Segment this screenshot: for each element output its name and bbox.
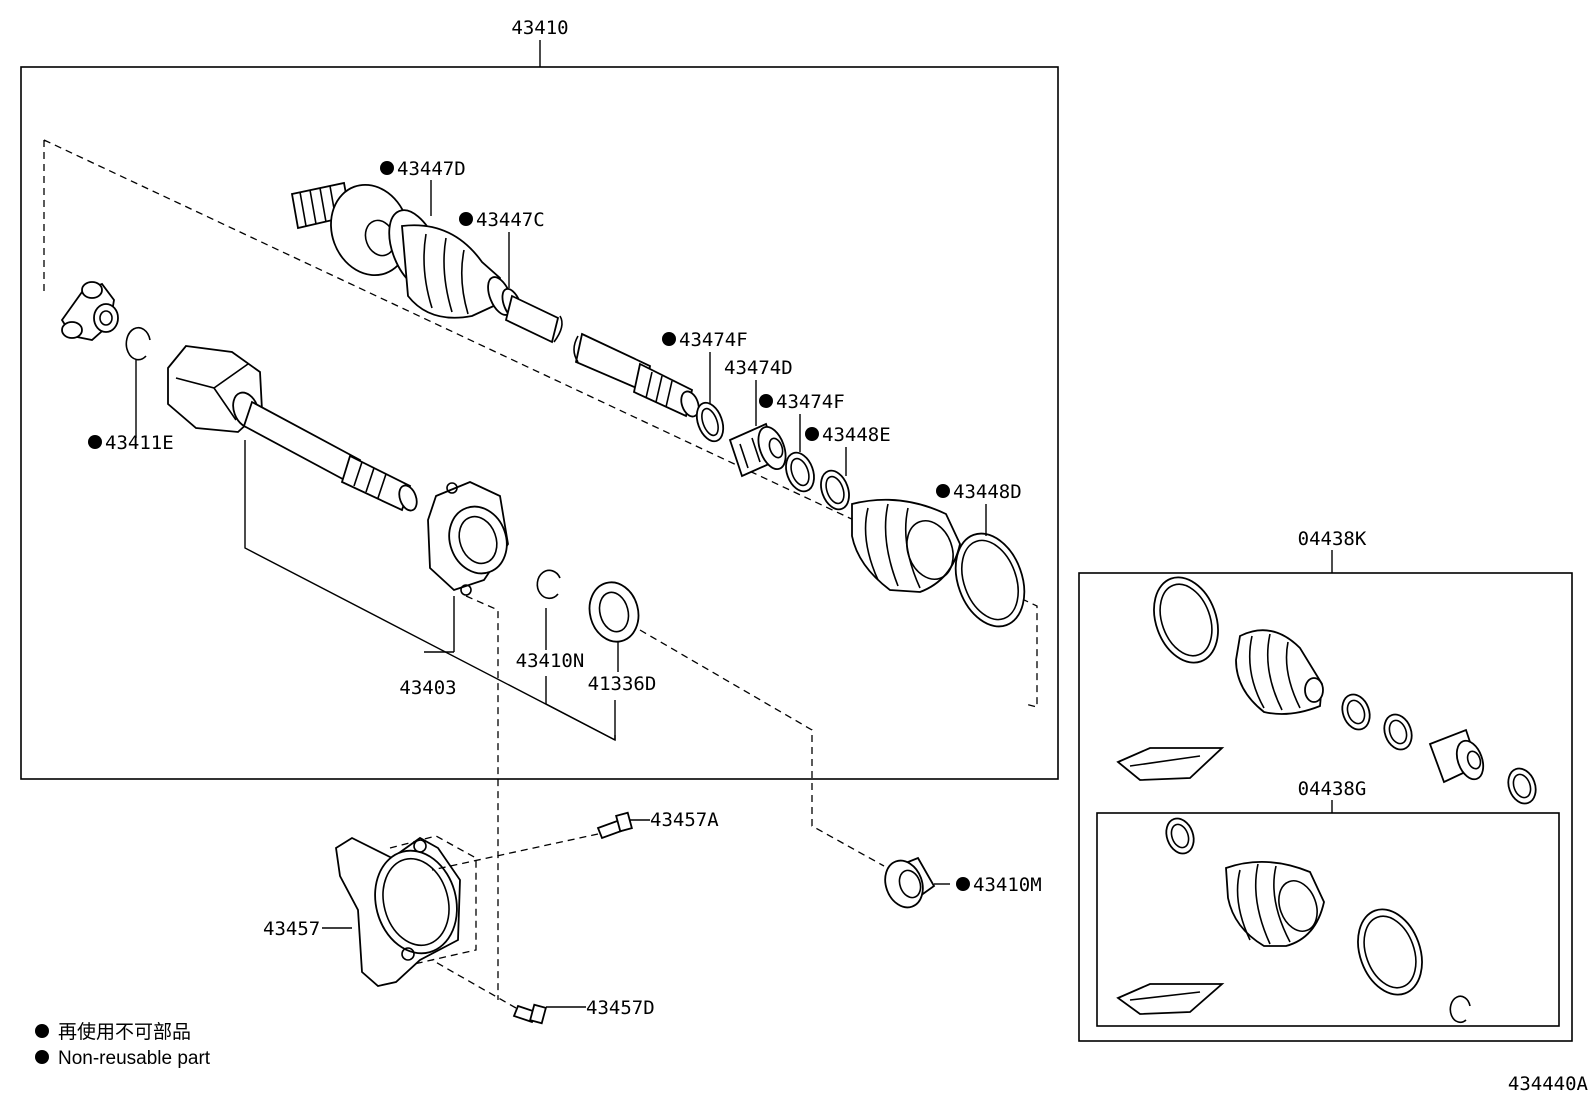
- non-reusable-marker: [759, 394, 773, 408]
- part-label-43447D[interactable]: 43447D: [397, 158, 466, 180]
- center-bearing-bracket-drawing: [335, 835, 477, 987]
- kit-g-number-label[interactable]: 04438G: [1298, 778, 1367, 800]
- figure-code: 434440A: [1508, 1073, 1589, 1095]
- bolt-43457A-drawing: [596, 811, 633, 840]
- part-label-43448D[interactable]: 43448D: [953, 481, 1022, 503]
- part-label-43457D[interactable]: 43457D: [586, 997, 655, 1019]
- part-label-43448E[interactable]: 43448E: [822, 424, 891, 446]
- boot-kit-g-parts-drawing: [1116, 817, 1471, 1024]
- bearing-bracket-drawing: [427, 481, 509, 596]
- non-reusable-marker: [380, 161, 394, 175]
- part-label-43410N[interactable]: 43410N: [516, 650, 585, 672]
- legend: 再使用不可部品 Non-reusable part: [35, 1021, 211, 1069]
- non-reusable-marker: [936, 484, 950, 498]
- non-reusable-marker: [459, 212, 473, 226]
- boot-kit-k-frame: [1078, 572, 1573, 1042]
- legend-dot-en: [35, 1050, 49, 1064]
- assembly-number-label[interactable]: 43410: [511, 17, 568, 39]
- legend-text-ja: 再使用不可部品: [58, 1021, 191, 1043]
- non-reusable-marker: [88, 435, 102, 449]
- oil-seal-drawing: [588, 581, 640, 643]
- snap-ring-43410N: [536, 569, 561, 600]
- bolt-43457D-drawing: [512, 1003, 547, 1025]
- part-label-43447C[interactable]: 43447C: [476, 209, 545, 231]
- assembly-frame: [20, 66, 1059, 780]
- part-label-43411E[interactable]: 43411E: [105, 432, 174, 454]
- inner-joint-parts-drawing: [695, 401, 1026, 628]
- seal-43410M-drawing: [884, 856, 936, 909]
- legend-text-en: Non-reusable part: [58, 1048, 211, 1069]
- outboard-joint-shaft-drawing: [290, 181, 700, 418]
- part-label-43410M[interactable]: 43410M: [973, 874, 1042, 896]
- tripod-joint-drawing: [60, 281, 151, 361]
- part-label-43403[interactable]: 43403: [399, 677, 456, 699]
- part-label-41336D[interactable]: 41336D: [588, 673, 657, 695]
- boot-kit-k-parts-drawing: [1116, 576, 1537, 805]
- part-label-43474F-b[interactable]: 43474F: [776, 391, 845, 413]
- part-label-43457A[interactable]: 43457A: [650, 809, 719, 831]
- non-reusable-marker: [805, 427, 819, 441]
- part-label-43457[interactable]: 43457: [263, 918, 320, 940]
- non-reusable-marker: [956, 877, 970, 891]
- part-label-43474D[interactable]: 43474D: [724, 357, 793, 379]
- inboard-housing-shaft-drawing: [167, 345, 418, 512]
- inboard-group-outline: [43, 139, 1038, 708]
- non-reusable-marker: [662, 332, 676, 346]
- legend-dot-ja: [35, 1024, 49, 1038]
- kit-k-number-label[interactable]: 04438K: [1298, 528, 1367, 550]
- boot-kit-g-frame: [1096, 812, 1560, 1027]
- part-label-43474F-a[interactable]: 43474F: [679, 329, 748, 351]
